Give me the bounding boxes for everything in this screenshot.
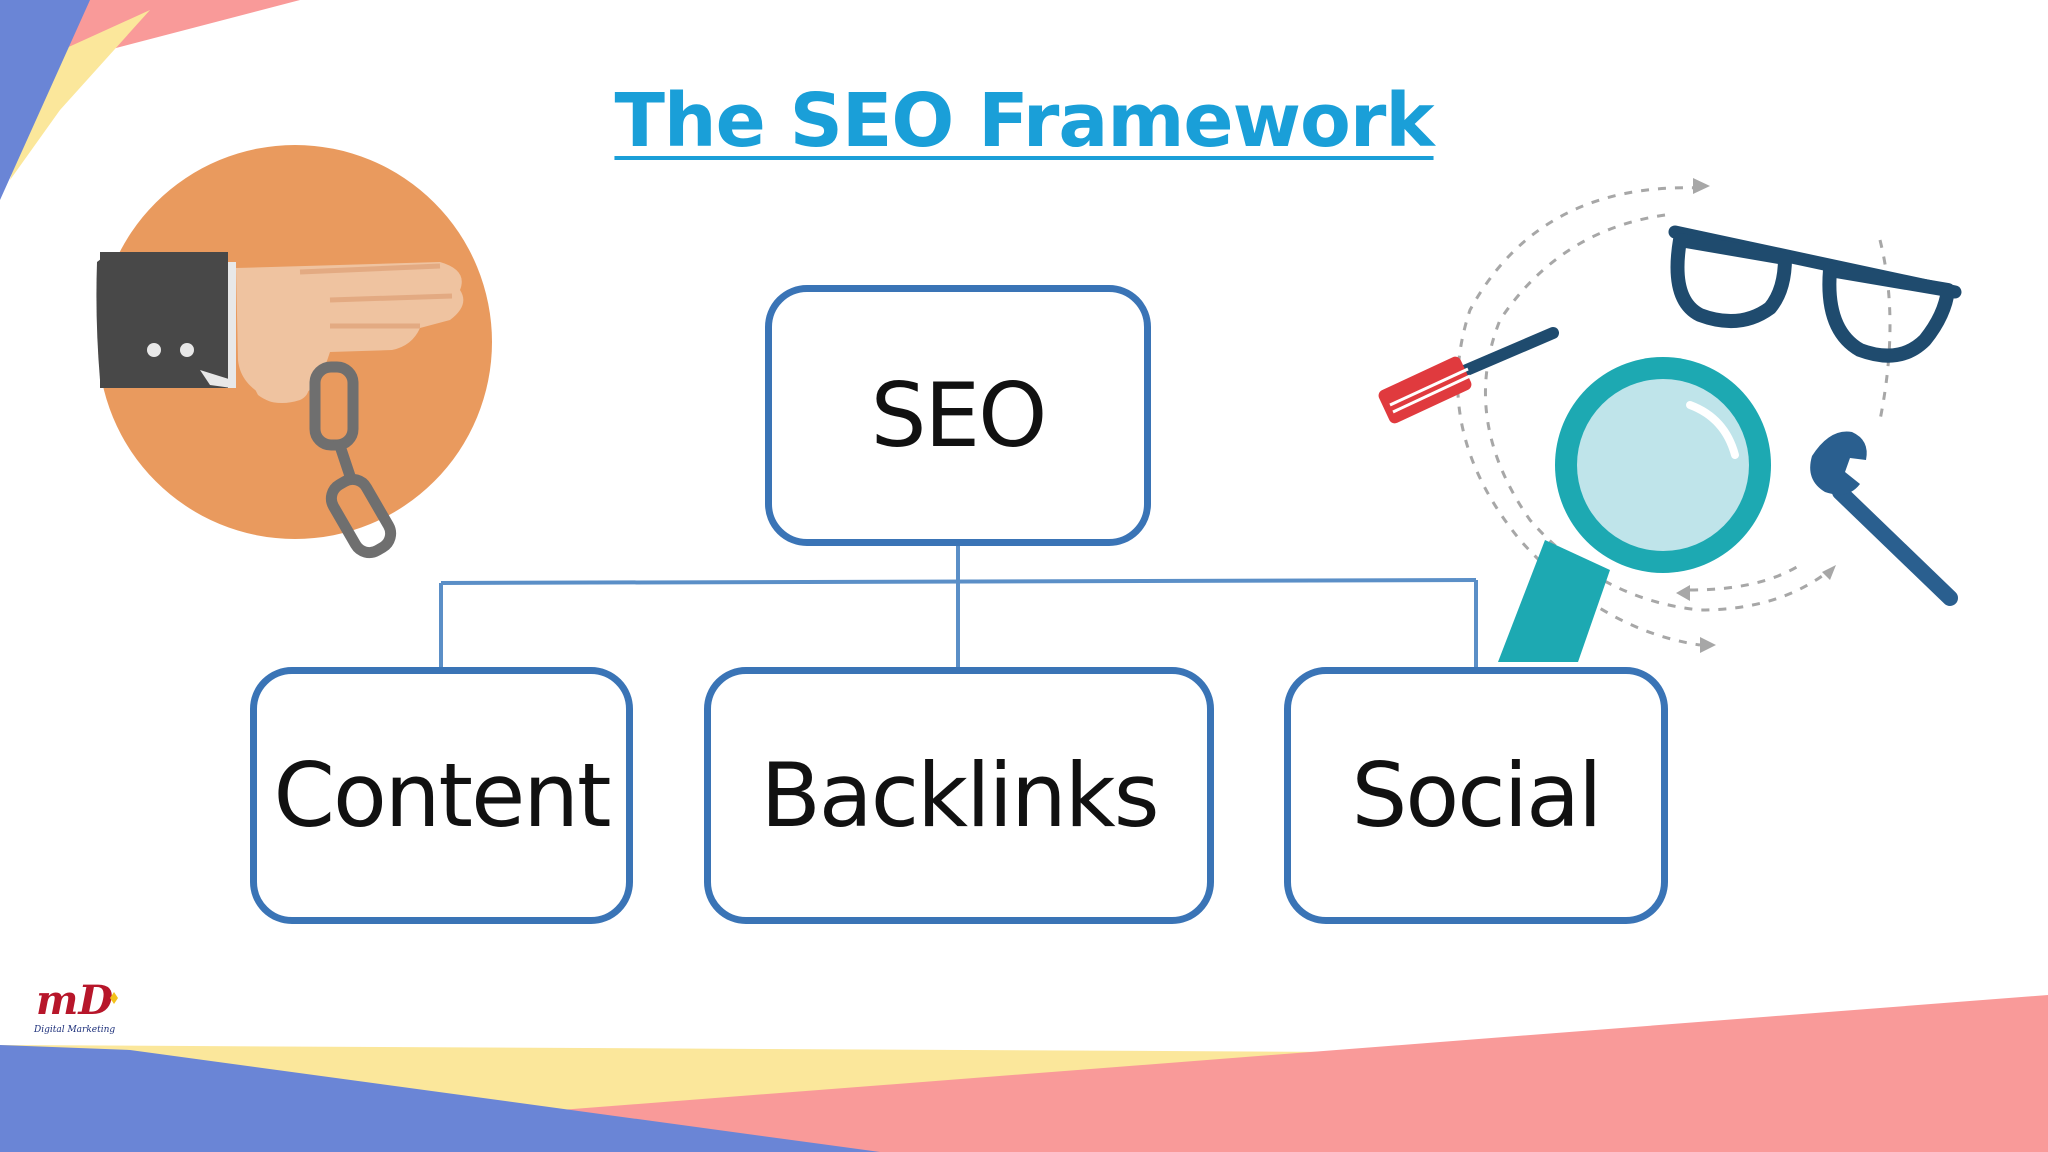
corner-bottom-pink bbox=[560, 995, 2048, 1152]
brand-logo: mD Digital Marketing bbox=[30, 970, 122, 1040]
logo-wordmark: Digital Marketing bbox=[33, 1025, 115, 1035]
title-text: The SEO Framework bbox=[614, 78, 1434, 164]
corner-top-blue bbox=[0, 0, 90, 200]
node-content: Content bbox=[250, 667, 633, 924]
node-seo: SEO bbox=[765, 285, 1151, 546]
magnifying-glass-icon bbox=[1498, 357, 1771, 662]
wrench-icon bbox=[1810, 431, 1958, 606]
screwdriver-icon bbox=[1378, 327, 1559, 424]
node-label: Social bbox=[1351, 744, 1603, 847]
page-title: The SEO Framework bbox=[0, 78, 2048, 164]
corner-bottom-blue bbox=[0, 1045, 880, 1152]
corner-top-pink bbox=[60, 0, 300, 60]
node-label: Content bbox=[273, 744, 612, 847]
connector-horizontal bbox=[440, 578, 1477, 585]
node-backlinks: Backlinks bbox=[704, 667, 1214, 924]
node-social: Social bbox=[1284, 667, 1668, 924]
node-label: Backlinks bbox=[760, 744, 1159, 847]
glasses-icon bbox=[1668, 225, 1962, 363]
logo-monogram: mD bbox=[36, 977, 113, 1024]
node-label: SEO bbox=[870, 364, 1048, 467]
